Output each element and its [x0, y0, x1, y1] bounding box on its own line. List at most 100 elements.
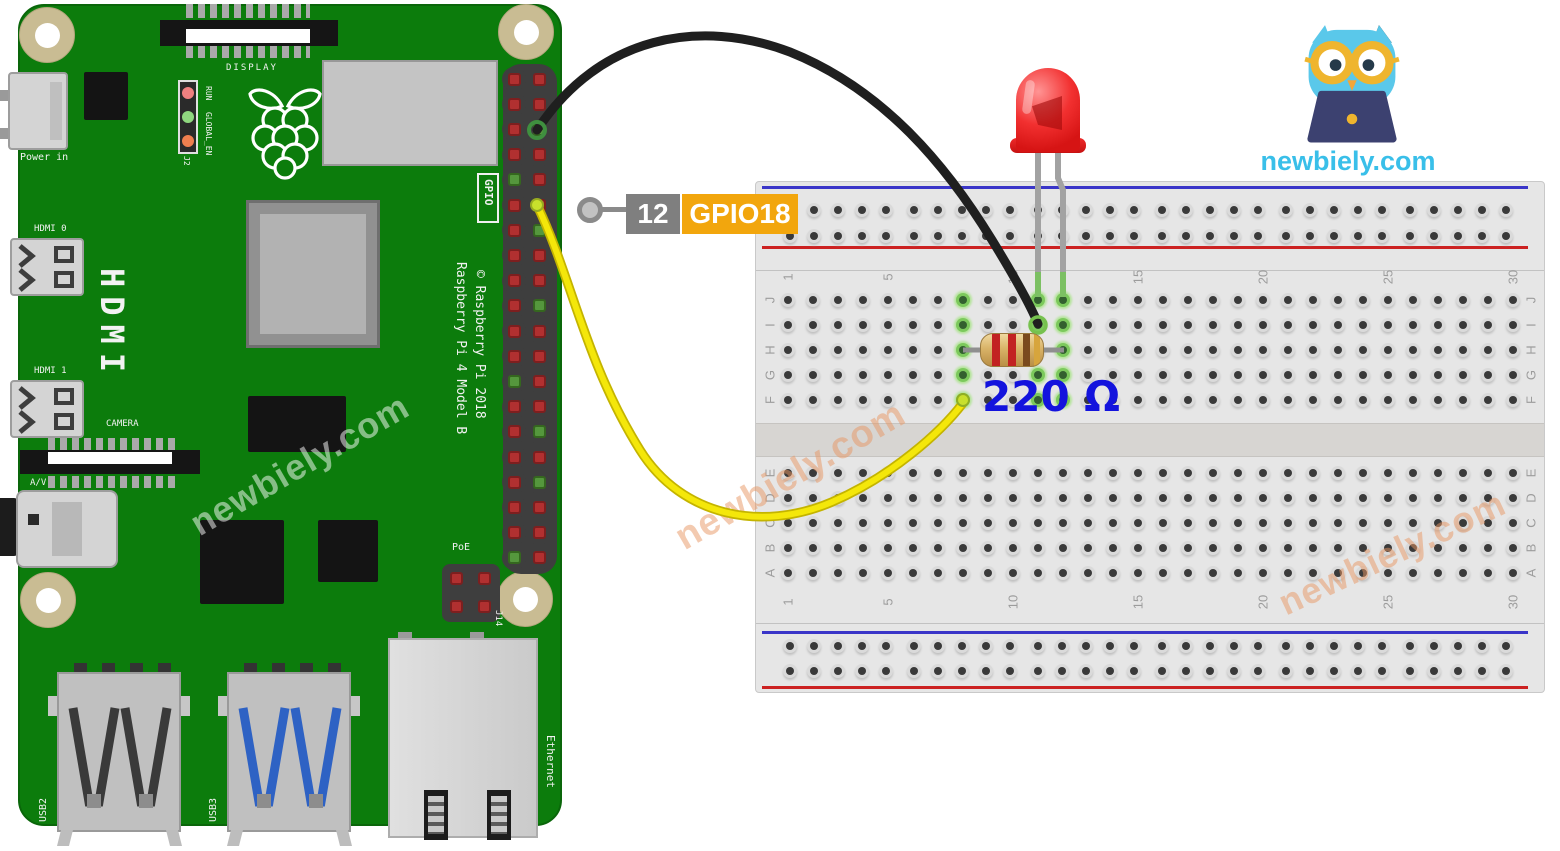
- gpio-pin: [532, 148, 546, 162]
- bb-hole: [1009, 296, 1017, 304]
- av-jack-body: [16, 490, 118, 568]
- bb-hole: [1234, 346, 1242, 354]
- bb-hole: [1284, 544, 1292, 552]
- bb-hole: [1134, 494, 1142, 502]
- gpio-pin: [507, 526, 521, 540]
- bb-hole: [1184, 544, 1192, 552]
- bb-hole: [1484, 469, 1492, 477]
- bb-row-label: G: [762, 369, 778, 381]
- bb-rail-hole: [1034, 642, 1042, 650]
- resistor-value-label: 220 Ω: [982, 372, 1120, 421]
- gpio-pin: [507, 425, 521, 439]
- bb-col-label: 5: [880, 273, 896, 281]
- breadboard-divider-line: [756, 270, 1544, 271]
- bb-hole: [1059, 396, 1067, 404]
- bb-row-label: C: [762, 518, 778, 528]
- bb-hole: [859, 346, 867, 354]
- bb-hole: [1459, 346, 1467, 354]
- bb-rail-hole: [1306, 642, 1314, 650]
- cpu-chip: [246, 200, 380, 348]
- bb-hole: [1109, 296, 1117, 304]
- bb-rail-hole: [810, 206, 818, 214]
- bb-hole: [934, 569, 942, 577]
- ethernet-clip: [487, 790, 511, 840]
- display-connector-pins: [186, 4, 310, 18]
- bb-hole: [1259, 396, 1267, 404]
- bb-hole: [884, 494, 892, 502]
- bb-hole: [934, 371, 942, 379]
- gpio-pin: [507, 274, 521, 288]
- bb-hole: [1309, 469, 1317, 477]
- bb-hole: [1334, 494, 1342, 502]
- bb-rail-hole: [1454, 667, 1462, 675]
- breadboard-divider-line: [756, 623, 1544, 624]
- usb-side-tab: [351, 696, 360, 716]
- bb-hole: [1359, 469, 1367, 477]
- bb-rail-hole: [786, 642, 794, 650]
- bb-rail-hole: [1306, 232, 1314, 240]
- bb-hole: [909, 544, 917, 552]
- usb-pin-tab: [300, 663, 313, 674]
- bb-rail-hole: [1502, 642, 1510, 650]
- bb-hole: [859, 396, 867, 404]
- bb-hole: [1084, 494, 1092, 502]
- bb-hole: [1159, 494, 1167, 502]
- bb-hole: [1409, 494, 1417, 502]
- bb-hole: [1434, 296, 1442, 304]
- bb-rail-hole: [1230, 642, 1238, 650]
- wifi-shield: [322, 60, 498, 166]
- bb-rail-hole: [958, 232, 966, 240]
- bb-rail-hole: [910, 206, 918, 214]
- bb-hole: [1184, 519, 1192, 527]
- bb-hole: [1009, 544, 1017, 552]
- bb-rail-hole: [1282, 206, 1290, 214]
- bb-rail-hole: [786, 667, 794, 675]
- bb-rail-hole: [1282, 667, 1290, 675]
- ethernet-clip-metal: [428, 796, 444, 834]
- bb-rail-hole: [1406, 206, 1414, 214]
- bb-hole: [1409, 371, 1417, 379]
- resistor-band-red: [1008, 334, 1016, 366]
- bb-hole: [1434, 494, 1442, 502]
- bb-rail-hole: [958, 206, 966, 214]
- bb-rail-hole: [1330, 667, 1338, 675]
- cpu-lid: [260, 214, 366, 334]
- gpio-pin: [532, 551, 546, 565]
- bb-hole: [1484, 321, 1492, 329]
- bb-rail-hole: [1106, 642, 1114, 650]
- bb-row-label: I: [1523, 323, 1539, 327]
- bb-hole: [1284, 494, 1292, 502]
- bb-hole: [984, 469, 992, 477]
- bb-hole: [1434, 544, 1442, 552]
- bb-hole: [909, 371, 917, 379]
- bb-rail-hole: [1206, 667, 1214, 675]
- bb-hole: [1059, 469, 1067, 477]
- bb-hole: [1009, 494, 1017, 502]
- bb-hole: [1459, 569, 1467, 577]
- led-red: [1016, 68, 1080, 152]
- bb-rail-hole: [834, 667, 842, 675]
- bb-hole: [1284, 569, 1292, 577]
- bb-col-label: 30: [1505, 269, 1521, 285]
- usb-pin-tab: [328, 663, 341, 674]
- bb-rail-hole: [982, 642, 990, 650]
- model-label: Raspberry Pi 4 Model B: [453, 262, 468, 435]
- bb-hole: [1009, 321, 1017, 329]
- bb-hole: [884, 296, 892, 304]
- gpio-pin: [532, 299, 546, 313]
- bb-hole: [1309, 544, 1317, 552]
- bb-hole: [1334, 569, 1342, 577]
- bb-hole: [1234, 519, 1242, 527]
- bb-hole: [834, 544, 842, 552]
- bb-col-label: 10: [1005, 594, 1021, 610]
- usb-pin-tab: [102, 663, 115, 674]
- bb-hole: [1484, 569, 1492, 577]
- bb-hole: [1034, 569, 1042, 577]
- bb-rail-hole: [1158, 206, 1166, 214]
- bb-hole: [1184, 346, 1192, 354]
- hdmi1-port: [10, 380, 84, 438]
- gpio-pin: [532, 223, 546, 237]
- bb-rail-hole: [934, 642, 942, 650]
- usb2-contacts: [68, 707, 172, 808]
- bb-hole: [1184, 494, 1192, 502]
